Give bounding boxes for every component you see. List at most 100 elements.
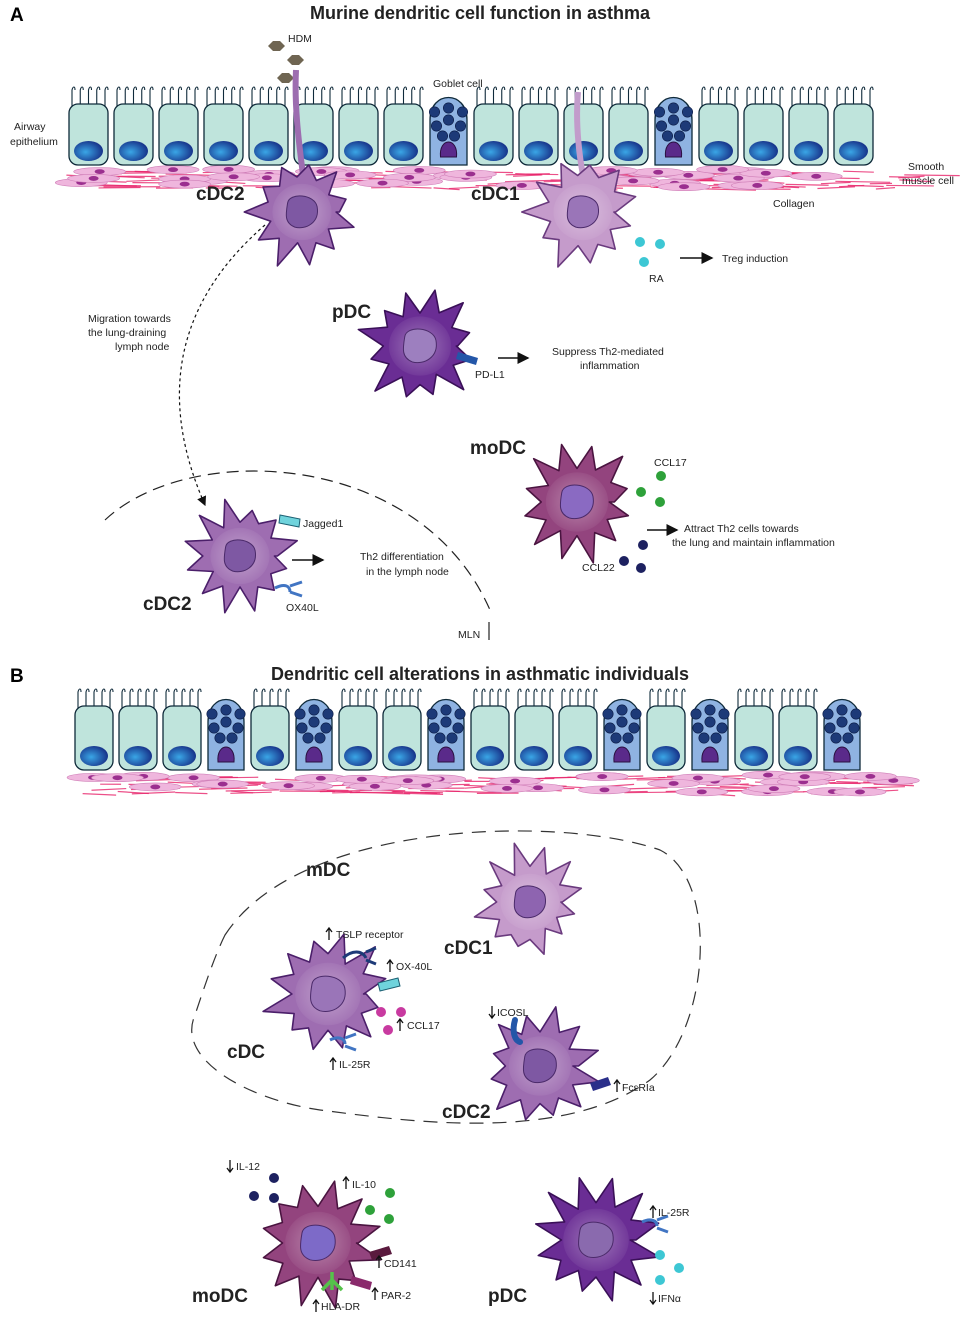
ifna-label: IFNα bbox=[658, 1293, 681, 1305]
cilium bbox=[806, 689, 809, 708]
par2-label: PAR-2 bbox=[381, 1290, 411, 1302]
collagen-strand bbox=[862, 787, 905, 788]
goblet-granule bbox=[295, 709, 305, 719]
smooth-muscle-nucleus bbox=[180, 182, 190, 187]
smooth-muscle-nucleus bbox=[378, 181, 388, 186]
cilium bbox=[94, 689, 97, 708]
cilium bbox=[790, 689, 793, 708]
cilium bbox=[645, 87, 648, 106]
collagen-strand bbox=[821, 182, 851, 183]
goblet-granule bbox=[449, 131, 459, 141]
suppress-label-2: inflammation bbox=[580, 360, 640, 372]
cilium bbox=[502, 87, 505, 106]
cilium bbox=[367, 87, 370, 106]
cilium bbox=[102, 689, 105, 708]
tslp-label: TSLP receptor bbox=[336, 929, 404, 941]
ciliated-nucleus bbox=[740, 746, 768, 766]
cilium bbox=[562, 689, 565, 708]
goblet-granule bbox=[699, 733, 709, 743]
smooth-muscle-nucleus bbox=[89, 176, 99, 181]
cilium bbox=[578, 689, 581, 708]
cilium bbox=[570, 689, 573, 708]
cilium bbox=[837, 87, 840, 106]
cilium bbox=[342, 689, 345, 708]
smooth-muscle-nucleus bbox=[669, 781, 679, 786]
cdc2-top-label: cDC2 bbox=[196, 184, 245, 205]
goblet-granule bbox=[611, 733, 621, 743]
ciliated-nucleus bbox=[344, 746, 372, 766]
cilium bbox=[584, 87, 587, 106]
cilium bbox=[350, 689, 353, 708]
smooth-muscle-nucleus bbox=[761, 171, 771, 176]
goblet-granule bbox=[691, 709, 701, 719]
cilium bbox=[674, 689, 677, 708]
collagen-strand bbox=[817, 187, 855, 189]
cilium bbox=[754, 689, 757, 708]
goblet-granule bbox=[629, 723, 639, 733]
goblet-granule bbox=[603, 709, 613, 719]
smooth-muscle-nucleus bbox=[150, 785, 160, 790]
goblet-granule bbox=[656, 121, 666, 131]
cilium bbox=[359, 87, 362, 106]
cilium bbox=[747, 87, 750, 106]
dc-nucleus bbox=[567, 196, 598, 228]
cd141-label: CD141 bbox=[384, 1258, 417, 1270]
smooth-muscle-nucleus bbox=[168, 167, 178, 172]
goblet-granule bbox=[429, 107, 439, 117]
cilium bbox=[198, 689, 201, 708]
migration-label-2: the lung-draining bbox=[88, 327, 166, 339]
ra-label: RA bbox=[649, 273, 664, 285]
il10-label: IL-10 bbox=[352, 1179, 376, 1191]
cilium bbox=[162, 87, 165, 106]
goblet-granule bbox=[215, 733, 225, 743]
cilium bbox=[207, 87, 210, 106]
collagen-strand bbox=[624, 792, 680, 793]
icosl-receptor bbox=[514, 1020, 520, 1042]
cilium bbox=[494, 87, 497, 106]
cilium bbox=[187, 87, 190, 106]
ox40l-label: OX40L bbox=[286, 602, 319, 614]
cilium bbox=[190, 689, 193, 708]
goblet-granule bbox=[680, 121, 690, 131]
cilium bbox=[735, 87, 738, 106]
cilium bbox=[612, 87, 615, 106]
pdc-b-label: pDC bbox=[488, 1286, 527, 1307]
goblet-granule bbox=[705, 705, 715, 715]
ciliated-nucleus bbox=[209, 141, 238, 161]
cilium bbox=[780, 87, 783, 106]
goblet-granule bbox=[705, 717, 715, 727]
collagen-strand bbox=[91, 789, 126, 791]
cilium bbox=[97, 87, 100, 106]
dc-nucleus bbox=[578, 1222, 613, 1257]
smooth-muscle-nucleus bbox=[502, 786, 512, 791]
cilium bbox=[798, 689, 801, 708]
cilium bbox=[130, 689, 133, 708]
fceria-label: FcεRIa bbox=[622, 1082, 655, 1094]
ccl17-label: CCL17 bbox=[654, 457, 687, 469]
cilium bbox=[166, 689, 169, 708]
modc-b-label: moDC bbox=[192, 1286, 248, 1307]
cilium bbox=[72, 87, 75, 106]
cilium bbox=[555, 87, 558, 106]
cilium bbox=[526, 689, 529, 708]
ciliated-nucleus bbox=[124, 746, 152, 766]
pdc-top-label: pDC bbox=[332, 302, 371, 323]
airway-label-1: Airway bbox=[14, 121, 46, 133]
ccl22-molecules bbox=[619, 540, 648, 573]
goblet-granule bbox=[309, 705, 319, 715]
cilium bbox=[682, 689, 685, 708]
cilium bbox=[772, 87, 775, 106]
cilium bbox=[182, 689, 185, 708]
attract-label-1: Attract Th2 cells towards bbox=[684, 523, 799, 535]
cilium bbox=[770, 689, 773, 708]
ox40l-receptor bbox=[275, 582, 302, 596]
cilium bbox=[252, 87, 255, 106]
smooth-muscle-nucleus bbox=[316, 169, 326, 174]
dc-nucleus bbox=[224, 540, 255, 572]
cilium bbox=[195, 87, 198, 106]
cilium bbox=[814, 689, 817, 708]
goblet-granule bbox=[849, 723, 859, 733]
cilium bbox=[374, 689, 377, 708]
cilium bbox=[592, 87, 595, 106]
